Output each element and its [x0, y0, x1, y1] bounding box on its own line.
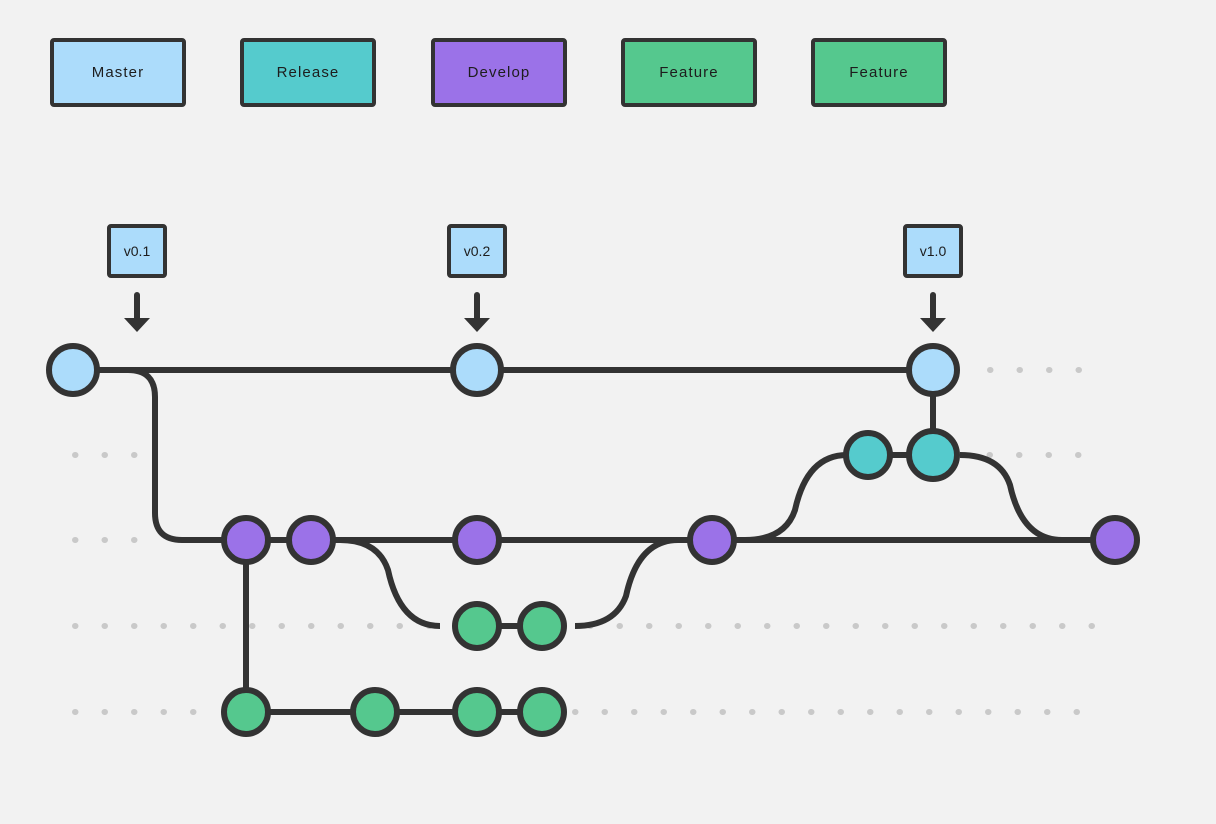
merge-release-to-develop [959, 452, 1063, 543]
commit-node-d4[interactable] [687, 515, 737, 565]
legend-item-release-1[interactable]: Release [240, 38, 376, 107]
version-tag-v1.0[interactable]: v1.0 [903, 224, 963, 278]
legend-item-feature-4[interactable]: Feature [811, 38, 947, 107]
legend-item-label: Feature [849, 64, 909, 81]
tag-arrow-head-0 [124, 318, 150, 332]
legend-item-label: Develop [467, 64, 531, 81]
branch-legend: Master Release Develop Feature Feature [0, 0, 1216, 150]
commit-node-d1[interactable] [221, 515, 271, 565]
version-tag-label: v0.1 [123, 243, 151, 259]
version-tag-label: v0.2 [463, 243, 491, 259]
version-tag-v0.2[interactable]: v0.2 [447, 224, 507, 278]
branch-develop-to-feature1 [339, 537, 441, 629]
tag-arrow-head-1 [464, 318, 490, 332]
branch-develop-to-release [744, 452, 848, 543]
commit-node-f2a[interactable] [221, 687, 271, 737]
commit-node-f1b[interactable] [517, 601, 567, 651]
legend-item-label: Master [91, 64, 145, 81]
legend-item-label: Feature [659, 64, 719, 81]
commit-node-r2[interactable] [906, 428, 960, 482]
lane-guide-dots-layer [72, 367, 1108, 715]
commit-node-d3[interactable] [452, 515, 502, 565]
commit-node-f2b[interactable] [350, 687, 400, 737]
commit-node-f1a[interactable] [452, 601, 502, 651]
version-tag-label: v1.0 [919, 243, 947, 259]
legend-item-feature-3[interactable]: Feature [621, 38, 757, 107]
merge-feature1-to-develop [574, 537, 679, 629]
commit-node-m3[interactable] [906, 343, 960, 397]
commit-node-d2[interactable] [286, 515, 336, 565]
commit-nodes-layer [46, 343, 1140, 737]
commit-node-m2[interactable] [450, 343, 504, 397]
commit-node-r1[interactable] [843, 430, 893, 480]
commit-node-m1[interactable] [46, 343, 100, 397]
commit-node-f2d[interactable] [517, 687, 567, 737]
tag-arrows-layer [124, 292, 946, 332]
commit-node-d5[interactable] [1090, 515, 1140, 565]
tag-arrow-head-2 [920, 318, 946, 332]
legend-item-develop-2[interactable]: Develop [431, 38, 567, 107]
legend-item-master-0[interactable]: Master [50, 38, 186, 107]
legend-item-label: Release [276, 64, 340, 81]
commit-node-f2c[interactable] [452, 687, 502, 737]
version-tag-v0.1[interactable]: v0.1 [107, 224, 167, 278]
branch-master-to-develop [110, 367, 246, 543]
